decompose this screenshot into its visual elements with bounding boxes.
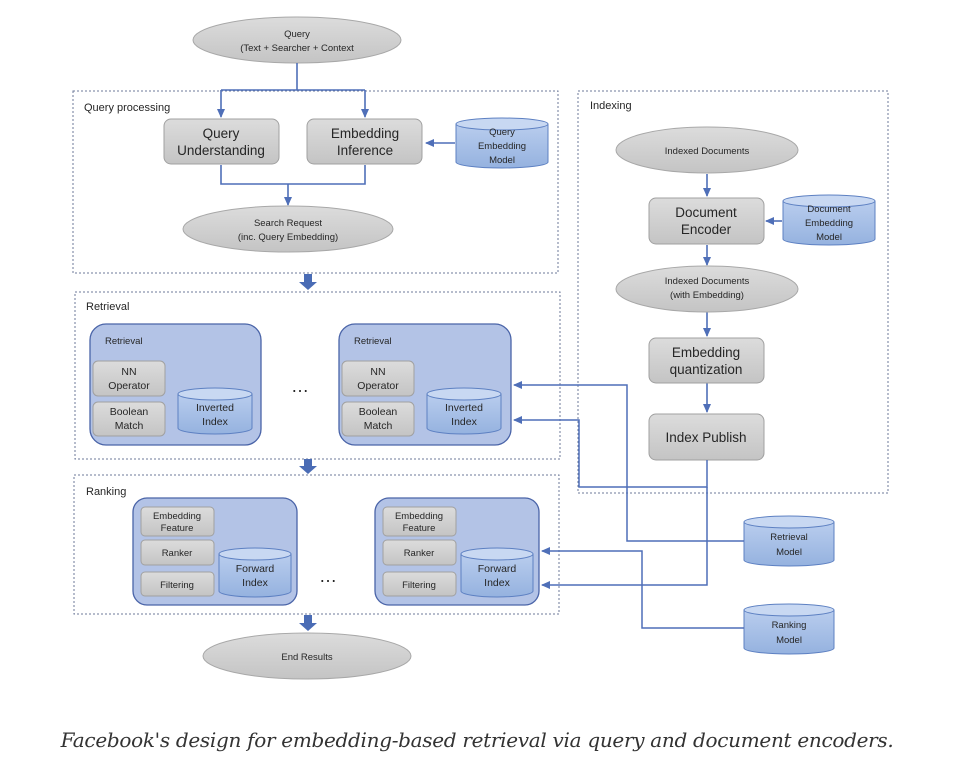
query-node: Query (Text + Searcher + Context: [192, 16, 402, 64]
ranking-node: Embedding Feature Ranker Filtering Forwa…: [374, 497, 540, 606]
connectors-models: [513, 381, 744, 629]
query-line2: (Text + Searcher + Context: [240, 43, 354, 54]
filtering-label: Filtering: [402, 580, 436, 591]
embedding-feature-line1: Embedding: [153, 511, 201, 522]
forward-index-line2: Index: [242, 577, 268, 589]
query-processing-label: Query processing: [84, 102, 170, 114]
boolean-match-line1: Boolean: [359, 406, 398, 418]
document-encoder-line2: Encoder: [681, 222, 732, 237]
end-results-label: End Results: [281, 652, 332, 663]
nn-operator-line1: NN: [121, 366, 136, 378]
document-embedding-model-line1: Document: [807, 204, 851, 215]
connectors-query: [217, 63, 455, 206]
ranking-model-line2: Model: [776, 635, 802, 646]
document-encoder-box: Document Encoder: [648, 197, 765, 245]
query-processing-section: [72, 90, 559, 274]
ranking-ellipsis: …: [319, 566, 337, 586]
forward-index-line2: Index: [484, 577, 510, 589]
indexed-documents-with-embedding-line2: (with Embedding): [670, 290, 744, 301]
ranking-model-cylinder: Ranking Model: [743, 603, 835, 655]
query-embedding-model-cylinder: Query Embedding Model: [455, 117, 549, 169]
query-embedding-model-line3: Model: [489, 155, 515, 166]
inverted-index-line2: Index: [451, 416, 477, 428]
forward-index-line1: Forward: [236, 563, 275, 575]
retrieval-model-cylinder: Retrieval Model: [743, 515, 835, 567]
nn-operator-line2: Operator: [108, 380, 150, 392]
document-embedding-model-cylinder: Document Embedding Model: [782, 194, 876, 246]
nn-operator-line1: NN: [370, 366, 385, 378]
retrieval-section: [74, 291, 561, 460]
query-understanding-line1: Query: [203, 126, 240, 141]
boolean-match-line2: Match: [364, 420, 393, 432]
forward-index-line1: Forward: [478, 563, 517, 575]
query-understanding-box: Query Understanding: [163, 118, 280, 165]
connectors-indexing: [703, 174, 782, 413]
end-results-node: End Results: [202, 632, 412, 680]
filtering-label: Filtering: [160, 580, 194, 591]
retrieval-node: Retrieval NN Operator Boolean Match Inve…: [338, 323, 512, 446]
inverted-index-line2: Index: [202, 416, 228, 428]
embedding-quantization-line1: Embedding: [672, 345, 740, 360]
retrieval-model-line2: Model: [776, 547, 802, 558]
indexed-documents-with-embedding-node: Indexed Documents (with Embedding): [615, 265, 799, 313]
ebr-architecture-diagram: Query processing Retrieval Ranking Index…: [72, 16, 889, 680]
indexed-documents-node: Indexed Documents: [615, 126, 799, 174]
index-publish-box: Index Publish: [648, 413, 765, 461]
search-request-line1: Search Request: [254, 218, 322, 229]
query-embedding-model-line2: Embedding: [478, 141, 526, 152]
ranking-node: Embedding Feature Ranker Filtering Forwa…: [132, 497, 298, 606]
ranking-model-line1: Ranking: [772, 620, 807, 631]
retrieval-node-title: Retrieval: [105, 336, 143, 347]
query-understanding-line2: Understanding: [177, 143, 265, 158]
boolean-match-line1: Boolean: [110, 406, 149, 418]
document-embedding-model-line3: Model: [816, 232, 842, 243]
boolean-match-line2: Match: [115, 420, 144, 432]
embedding-quantization-box: Embedding quantization: [648, 337, 765, 384]
embedding-feature-line1: Embedding: [395, 511, 443, 522]
embedding-feature-line2: Feature: [403, 523, 436, 534]
document-embedding-model-line2: Embedding: [805, 218, 853, 229]
query-line1: Query: [284, 29, 310, 40]
embedding-inference-box: Embedding Inference: [306, 118, 423, 165]
inverted-index-line1: Inverted: [196, 402, 234, 414]
flow-arrow-icon: [299, 459, 317, 474]
search-request-node: Search Request (inc. Query Embedding): [182, 205, 394, 253]
embedding-inference-line2: Inference: [337, 143, 393, 158]
retrieval-node-title: Retrieval: [354, 336, 392, 347]
retrieval-section-label: Retrieval: [86, 301, 129, 313]
ranker-label: Ranker: [404, 548, 435, 559]
ranker-label: Ranker: [162, 548, 193, 559]
search-request-line2: (inc. Query Embedding): [238, 232, 338, 243]
ranking-section-label: Ranking: [86, 486, 126, 498]
document-encoder-line1: Document: [675, 205, 737, 220]
embedding-quantization-line2: quantization: [670, 362, 743, 377]
flow-arrow-icon: [299, 274, 317, 290]
retrieval-ellipsis: …: [291, 376, 309, 396]
indexing-section-label: Indexing: [590, 100, 632, 112]
nn-operator-line2: Operator: [357, 380, 399, 392]
embedding-inference-line1: Embedding: [331, 126, 399, 141]
figure-caption: Facebook's design for embedding-based re…: [60, 728, 894, 752]
inverted-index-line1: Inverted: [445, 402, 483, 414]
indexed-documents-label: Indexed Documents: [665, 146, 750, 157]
indexed-documents-with-embedding-line1: Indexed Documents: [665, 276, 750, 287]
query-embedding-model-line1: Query: [489, 127, 515, 138]
retrieval-node: Retrieval NN Operator Boolean Match Inve…: [89, 323, 262, 446]
embedding-feature-line2: Feature: [161, 523, 194, 534]
index-publish-label: Index Publish: [665, 430, 746, 445]
flow-arrow-icon: [299, 615, 317, 631]
retrieval-model-line1: Retrieval: [770, 532, 808, 543]
